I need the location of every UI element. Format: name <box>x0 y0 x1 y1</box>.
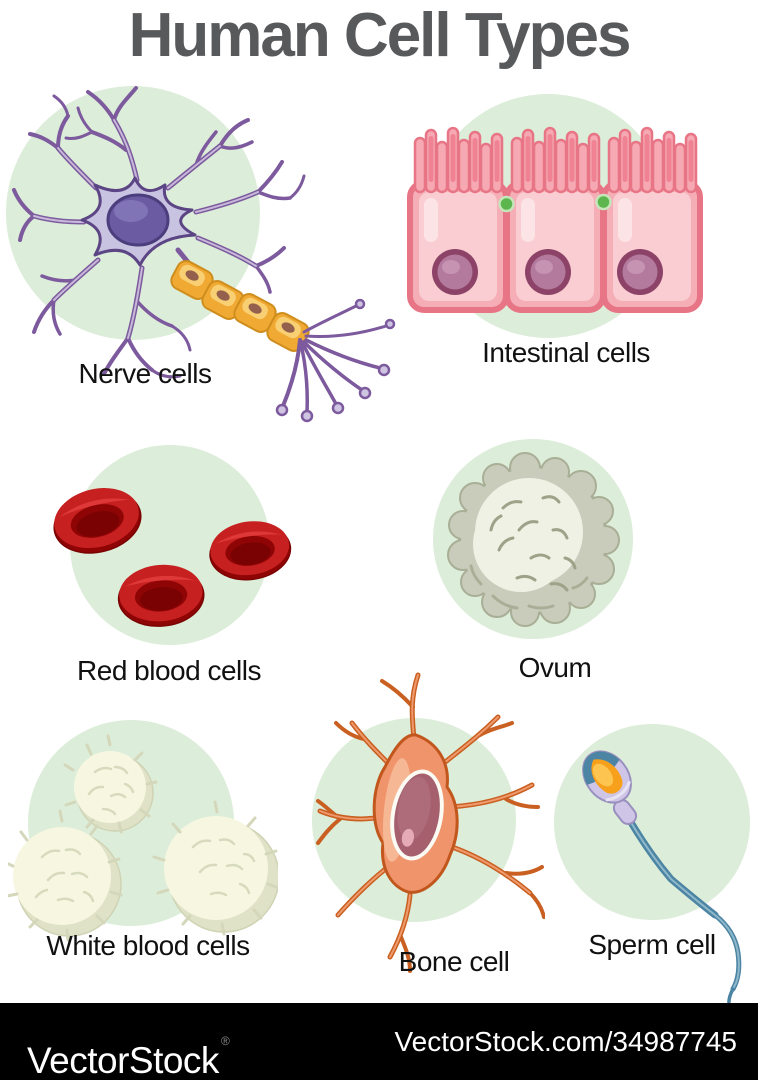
red-blood-cells-label: Red blood cells <box>77 655 261 686</box>
nerve-cell-illustration-icon <box>12 86 396 423</box>
vectorstock-logo-text: VectorStock® <box>27 1003 230 1080</box>
white-blood-cells-label: White blood cells <box>46 930 250 961</box>
intestinal-cells-illustration-icon <box>407 126 703 313</box>
red-blood-cells-illustration-icon <box>53 488 292 627</box>
nerve-cells-label: Nerve cells <box>78 358 212 389</box>
vectorstock-brand: VectorStock <box>27 1040 219 1080</box>
ovum-label: Ovum <box>518 652 592 683</box>
watermark-url: VectorStock.com/34987745 <box>394 1026 737 1057</box>
bone-cell-illustration-icon <box>316 672 545 973</box>
white-blood-cells-illustration-icon <box>8 734 278 942</box>
intestinal-cells-label: Intestinal cells <box>482 337 650 368</box>
watermark-bar: VectorStock® VectorStock.com/34987745 <box>0 1003 758 1080</box>
page-title: Human Cell Types <box>128 1 632 70</box>
registered-trademark-icon: ® <box>220 1034 230 1048</box>
bone-cell-label: Bone cell <box>398 946 510 977</box>
ovum-illustration-icon <box>447 452 620 627</box>
sperm-cell-label: Sperm cell <box>588 929 716 960</box>
